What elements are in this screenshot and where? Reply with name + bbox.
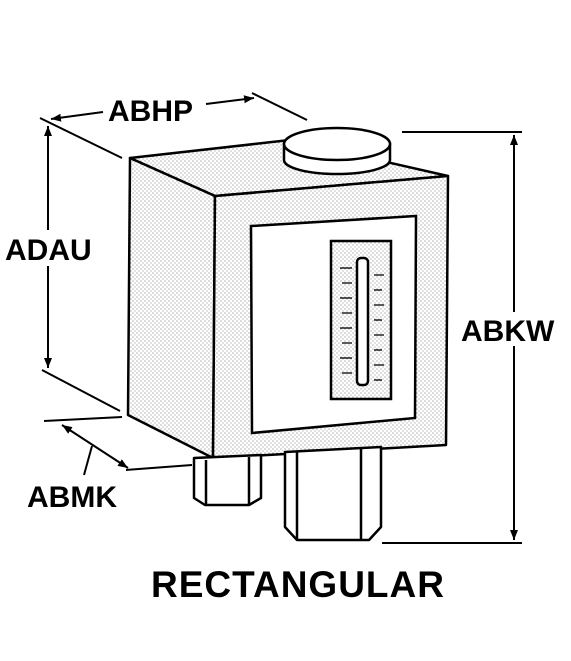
knob-top [282, 126, 392, 162]
right-fitting [283, 445, 383, 542]
left-fitting [192, 453, 263, 507]
depth-arrow [61, 424, 129, 469]
label-width: ABHP [108, 95, 193, 128]
knob [282, 126, 392, 176]
shape-caption: RECTANGULAR [151, 564, 445, 605]
extension-line-depth [43, 416, 123, 422]
bottom-fittings [192, 445, 383, 542]
dimension-arrows [44, 95, 518, 540]
width-arrow-right [205, 95, 255, 105]
body-left-face [126, 156, 217, 460]
extension-lines [39, 92, 522, 544]
extension-line-bottom-left [41, 369, 121, 412]
label-depth: ABMK [27, 481, 117, 514]
extension-line-top-right [251, 92, 308, 121]
extension-line-top-left [39, 117, 123, 159]
label-overall-height: ABKW [461, 315, 555, 348]
width-arrow-left [50, 111, 104, 122]
extension-line-depth-lower [125, 464, 193, 471]
gauge-tube [355, 256, 370, 387]
front-window [249, 214, 418, 435]
depth-leader [83, 445, 93, 476]
gauge-scale-ticks [340, 267, 384, 381]
label-height: ADAU [5, 234, 92, 267]
